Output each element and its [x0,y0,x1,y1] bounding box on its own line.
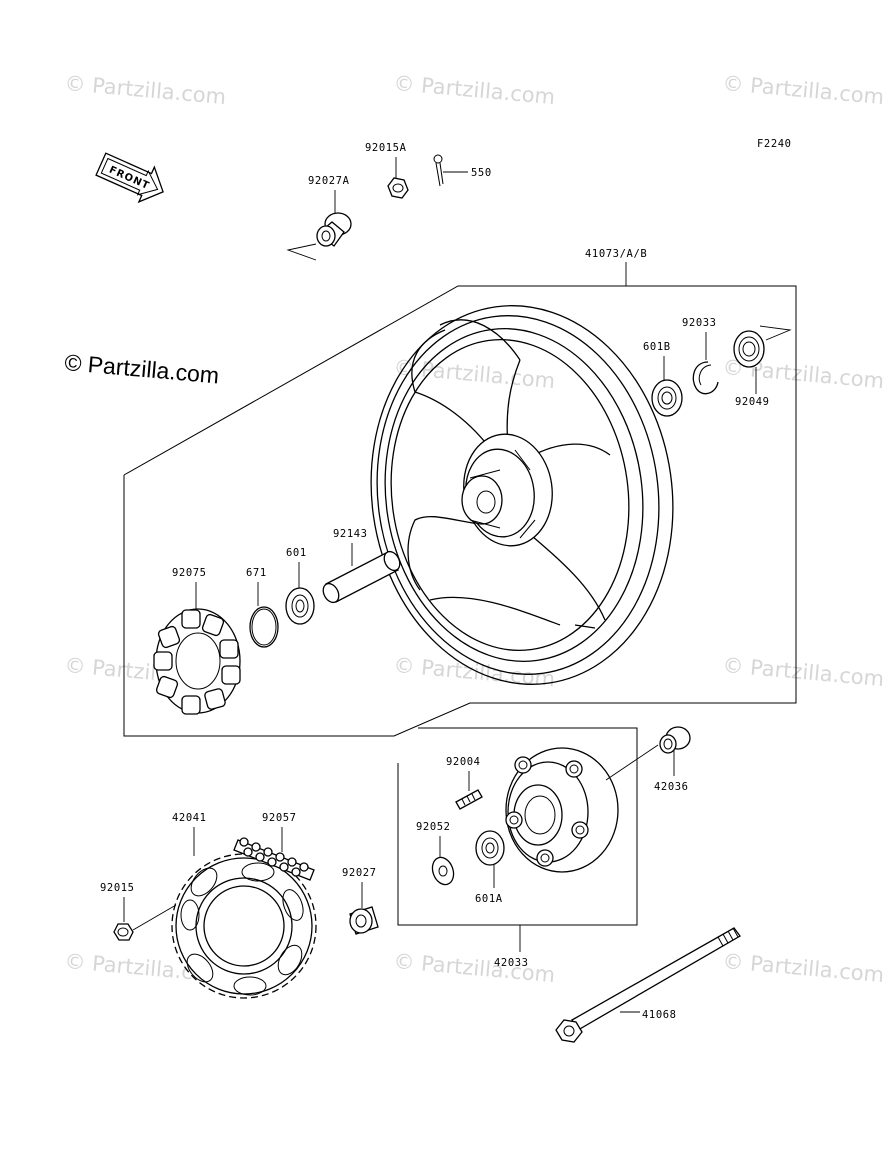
label-601b: 601B [643,341,671,353]
label-92015a: 92015A [365,142,407,154]
label-92027a: 92027A [308,175,350,187]
label-92015: 92015 [100,882,135,894]
label-41073: 41073/A/B [585,248,647,260]
collar-92027 [349,906,379,935]
label-41068: 41068 [642,1009,677,1021]
label-601a: 601A [475,893,503,905]
watermark: © Partzilla.com [722,949,886,987]
front-arrow-icon: FRONT [95,152,164,204]
axle-41068 [555,927,741,1043]
coupling-42033 [505,744,659,873]
bearing-601b [651,379,683,417]
spacer-92143 [322,550,401,604]
label-92075: 92075 [172,567,207,579]
diagram-code: F2240 [757,138,792,150]
label-42041: 42041 [172,812,207,824]
seal-92049 [733,325,792,368]
assembly-outline-coupling [397,727,638,926]
bearing-601 [285,587,315,625]
cotter-pin-550 [433,154,444,187]
label-550: 550 [471,167,492,179]
label-92052: 92052 [416,821,451,833]
label-92004: 92004 [446,756,481,768]
nut-92015a [387,177,409,199]
watermarks: © Partzilla.com © Partzilla.com © Partzi… [64,71,886,987]
assembly-outline-wheel [123,285,797,737]
chain-92057 [233,837,315,881]
watermark: © Partzilla.com [393,653,557,691]
circlip-92033 [692,361,719,395]
watermark: © Partzilla.com [393,949,557,987]
collar-42036 [659,726,691,754]
watermark: © Partzilla.com [722,653,886,691]
stud-92004 [455,789,483,810]
label-92033: 92033 [682,317,717,329]
o-ring-671 [249,606,279,648]
label-92027: 92027 [342,867,377,879]
brand-text: © Partzilla.com [64,349,221,388]
damper-92075 [153,608,241,715]
washer-92052 [431,856,455,886]
label-92143: 92143 [333,528,368,540]
label-92049: 92049 [735,396,770,408]
collar-92027a [286,212,352,261]
label-42033: 42033 [494,957,529,969]
bearing-601a [475,830,505,866]
label-42036: 42036 [654,781,689,793]
label-671: 671 [246,567,267,579]
watermark: © Partzilla.com [393,71,557,109]
label-601: 601 [286,547,307,559]
sprocket-42041 [171,853,317,999]
watermark: © Partzilla.com [64,71,228,109]
nut-92015 [113,923,134,941]
rear-wheel-41073 [370,305,674,685]
watermark: © Partzilla.com [722,71,886,109]
label-92057: 92057 [262,812,297,824]
